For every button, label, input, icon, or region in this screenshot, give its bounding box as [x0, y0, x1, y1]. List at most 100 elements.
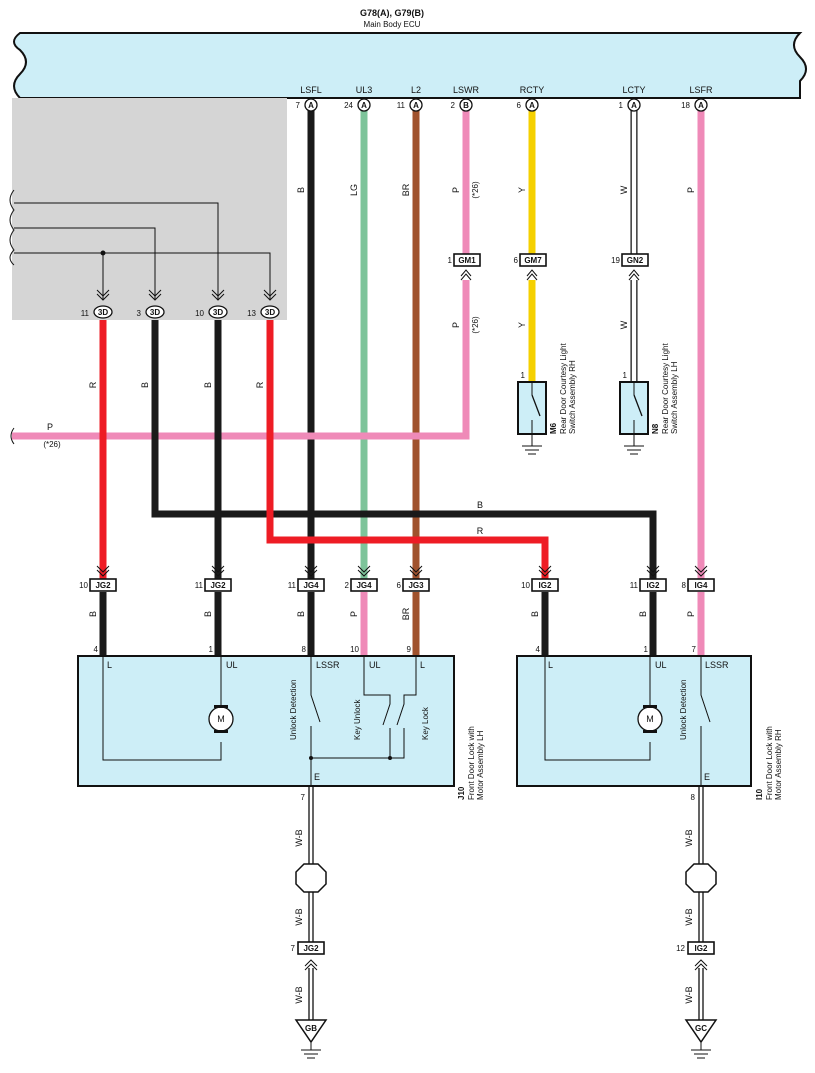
svg-text:Motor Assembly RH: Motor Assembly RH — [774, 729, 783, 800]
svg-text:19: 19 — [611, 256, 620, 265]
svg-text:W-B: W-B — [684, 829, 694, 846]
pink-wire-note-label: (*26) — [43, 440, 61, 449]
svg-text:B: B — [296, 611, 306, 617]
svg-text:JG2: JG2 — [303, 944, 319, 953]
ecu-pin-lsfr: LSFR 18 A P — [681, 85, 713, 193]
svg-text:LSFL: LSFL — [300, 85, 322, 95]
svg-text:A: A — [361, 101, 367, 110]
svg-text:7: 7 — [301, 793, 306, 802]
svg-text:BR: BR — [401, 607, 411, 620]
svg-text:RCTY: RCTY — [520, 85, 545, 95]
svg-text:A: A — [413, 101, 419, 110]
svg-text:8: 8 — [682, 581, 687, 590]
door-conn-8: 8 IG4 P 7 — [682, 565, 715, 654]
svg-text:E: E — [314, 772, 320, 782]
svg-text:Front Door Lock with: Front Door Lock with — [765, 726, 774, 800]
svg-text:3: 3 — [137, 309, 142, 318]
svg-text:M: M — [646, 714, 654, 724]
svg-text:10: 10 — [521, 581, 530, 590]
svg-text:A: A — [698, 101, 704, 110]
svg-text:GM7: GM7 — [524, 256, 542, 265]
red-cross-wire-label: R — [477, 526, 484, 536]
svg-text:1: 1 — [209, 645, 214, 654]
svg-text:L2: L2 — [411, 85, 421, 95]
rh-unlock-detection-label: Unlock Detection — [679, 680, 688, 740]
svg-text:JG2: JG2 — [210, 581, 226, 590]
lcty-lower-color: W — [619, 320, 629, 329]
svg-text:Rear Door Courtesy Light: Rear Door Courtesy Light — [559, 343, 568, 434]
svg-text:IG2: IG2 — [695, 944, 708, 953]
svg-text:LSWR: LSWR — [453, 85, 480, 95]
svg-text:8: 8 — [691, 793, 696, 802]
svg-text:JG4: JG4 — [356, 581, 372, 590]
svg-text:R: R — [88, 381, 98, 388]
svg-text:Motor Assembly LH: Motor Assembly LH — [476, 730, 485, 800]
svg-text:Switch Assembly LH: Switch Assembly LH — [670, 361, 679, 434]
svg-text:W: W — [619, 185, 629, 194]
svg-text:P: P — [349, 611, 359, 617]
svg-text:P: P — [686, 611, 696, 617]
svg-text:W-B: W-B — [294, 986, 304, 1003]
door-conn-3: 11 JG4 B 8 — [288, 565, 325, 654]
internal-wiring — [9, 189, 271, 300]
svg-text:L: L — [548, 660, 553, 670]
svg-text:P: P — [686, 187, 696, 193]
ecu-pin-lsfl: LSFL 7 A B — [296, 85, 322, 193]
svg-text:12: 12 — [676, 944, 685, 953]
svg-text:7: 7 — [692, 645, 697, 654]
ecu-name-label: Main Body ECU — [364, 20, 421, 29]
svg-text:10: 10 — [195, 309, 204, 318]
svg-text:1: 1 — [619, 101, 624, 110]
svg-text:LSSR: LSSR — [316, 660, 340, 670]
svg-text:11: 11 — [81, 309, 90, 318]
svg-text:IG2: IG2 — [539, 581, 552, 590]
front-door-lock-rh: L UL LSSR E M Unlock Detection I10 Front… — [516, 655, 783, 800]
svg-text:L: L — [107, 660, 112, 670]
left-pin-13: 13 3D R — [247, 289, 280, 388]
ground-chain-rh: 8 W-B W-B 12 IG2 W-B GC — [676, 786, 718, 1059]
svg-text:18: 18 — [681, 101, 690, 110]
lh-unlock-detection-label: Unlock Detection — [289, 680, 298, 740]
svg-text:6: 6 — [514, 256, 519, 265]
svg-text:Y: Y — [517, 187, 527, 193]
svg-text:BR: BR — [401, 183, 411, 196]
svg-text:8: 8 — [302, 645, 307, 654]
ecu-pin-l2: L2 11 A BR — [397, 85, 423, 196]
ecu-pin-lcty: LCTY 1 A W — [619, 85, 646, 194]
svg-text:7: 7 — [296, 101, 301, 110]
connector-gm7: 6 GM7 — [514, 253, 547, 281]
svg-text:UL: UL — [369, 660, 381, 670]
svg-text:LG: LG — [349, 184, 359, 196]
svg-text:13: 13 — [247, 309, 256, 318]
svg-text:3D: 3D — [213, 308, 223, 317]
svg-text:LSFR: LSFR — [689, 85, 713, 95]
door-conn-4: 2 JG4 P 10 — [345, 565, 378, 654]
svg-text:3D: 3D — [150, 308, 160, 317]
svg-text:B: B — [530, 611, 540, 617]
connector-gm1: 1 GM1 — [448, 253, 481, 281]
svg-text:W-B: W-B — [294, 829, 304, 846]
ecu-pin-ul3: UL3 24 A LG — [344, 85, 372, 196]
svg-text:1: 1 — [644, 645, 649, 654]
svg-text:B: B — [203, 382, 213, 388]
svg-text:J10: J10 — [457, 786, 466, 800]
svg-text:UL: UL — [655, 660, 667, 670]
svg-text:I10: I10 — [755, 788, 764, 800]
svg-text:JG2: JG2 — [95, 581, 111, 590]
svg-text:A: A — [308, 101, 314, 110]
svg-text:11: 11 — [288, 581, 297, 590]
svg-text:11: 11 — [195, 581, 204, 590]
svg-text:2: 2 — [451, 101, 456, 110]
svg-text:Front Door Lock with: Front Door Lock with — [467, 726, 476, 800]
svg-text:Switch Assembly RH: Switch Assembly RH — [568, 360, 577, 434]
svg-text:A: A — [529, 101, 535, 110]
svg-text:1: 1 — [448, 256, 453, 265]
svg-text:6: 6 — [517, 101, 522, 110]
wire-lswr — [12, 110, 470, 440]
svg-text:W-B: W-B — [294, 908, 304, 925]
svg-text:7: 7 — [291, 944, 296, 953]
svg-text:2: 2 — [345, 581, 350, 590]
left-pin-11: 11 3D R — [81, 289, 113, 388]
svg-text:B: B — [88, 611, 98, 617]
